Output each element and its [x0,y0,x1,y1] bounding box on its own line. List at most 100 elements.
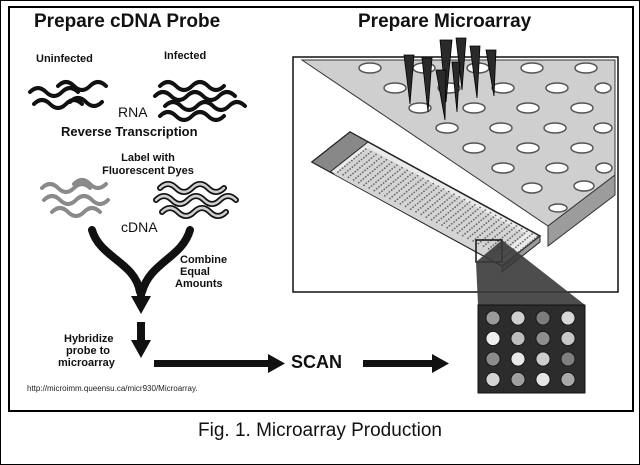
slide-spot [387,184,390,187]
slide-spot [393,193,396,196]
slide-spot [411,199,414,202]
slide-spot [434,208,437,211]
slide-spot [441,224,443,226]
slide-spot [468,222,470,225]
slide-spot [511,235,514,238]
slide-spot [412,185,415,187]
slide-spot [452,208,454,210]
figure-caption: Fig. 1. Microarray Production [198,420,442,441]
zoomed-spot [510,351,526,367]
slide-spot [468,201,471,204]
slide-spot [366,167,369,170]
slide-spot [500,223,503,226]
slide-spot [508,224,510,227]
slide-spot [423,196,426,199]
slide-spot [367,174,369,176]
slide-spot [434,202,436,204]
slide-spot [483,224,485,226]
slide-spot [509,243,512,246]
hybridize-line3: microarray [58,357,115,369]
slide-spot [529,241,532,244]
slide-spot [444,207,447,210]
slide-spot [486,228,488,231]
slide-spot [350,159,353,162]
slide-spot [513,233,516,236]
slide-spot [479,240,482,243]
slide-spot [383,194,386,197]
slide-spot [375,160,378,162]
slide-spot [443,201,446,203]
infected-cdna-strands [153,181,239,219]
slide-spot [372,176,375,179]
slide-spot [362,177,365,180]
slide-spot [462,213,465,216]
slide-spot [520,227,523,230]
slide-spot [433,216,435,219]
slide-spot [502,221,505,224]
slide-spot [407,203,409,206]
slide-spot [415,189,418,192]
slide-spot [409,201,412,204]
hybridize-arrow-shaft [137,322,145,344]
slide-spot [516,238,519,240]
uninfected-rna-strands [28,80,108,110]
slide-spot [424,209,427,212]
label-dyes-line1: Label with [121,152,175,164]
result-arrowhead [432,354,449,373]
slide-spot [515,246,517,249]
slide-spot [459,208,462,211]
zoomed-spot [510,310,526,326]
slide-spot [467,209,469,212]
slide-spot [355,177,357,179]
slide-spot [515,225,518,228]
slide-spot [370,185,373,187]
slide-spot [396,170,399,173]
slide-spot [508,230,511,233]
slide-spot [419,207,422,209]
slide-spot [409,174,411,176]
slide-spot [406,197,409,200]
slide-spot [453,193,455,196]
slide-spot [373,189,376,192]
slide-spot [357,181,360,184]
slide-spot [463,198,466,201]
slide-spot [440,217,443,220]
slide-spot [479,234,481,237]
slide-spot [524,238,526,241]
slide-spot [418,194,421,196]
slide-spot [458,223,461,226]
slide-spot [461,228,464,231]
slide-spot [427,180,429,182]
slide-spot [491,231,494,234]
slide-spot [474,210,477,213]
slide-spot [491,237,494,240]
slide-spot [359,166,361,169]
slide-spot [356,162,358,165]
slide-spot [406,175,409,178]
slide-spot [399,202,402,205]
slide-spot [519,242,522,245]
slide-spot [503,228,506,231]
slide-spot [469,214,472,217]
slide-spot [381,169,384,172]
slide-spot [422,205,424,208]
slide-spot [487,220,490,223]
slide-spot [355,155,358,158]
slide-spot [367,152,370,155]
slide-spot [404,171,406,174]
slide-spot [423,190,425,193]
slide-spot [390,161,393,164]
slide-spot [472,212,474,215]
slide-spot [398,168,401,171]
slide-spot [489,233,491,236]
slide-spot [431,197,433,200]
slide-spot [441,196,443,199]
uninfected-cdna-strands [40,178,110,218]
slide-spot [378,164,381,167]
slide-spot [390,182,392,185]
slide-spot [383,188,386,191]
slide-spot [401,194,403,197]
slide-spot [473,204,476,206]
slide-spot [453,221,455,223]
